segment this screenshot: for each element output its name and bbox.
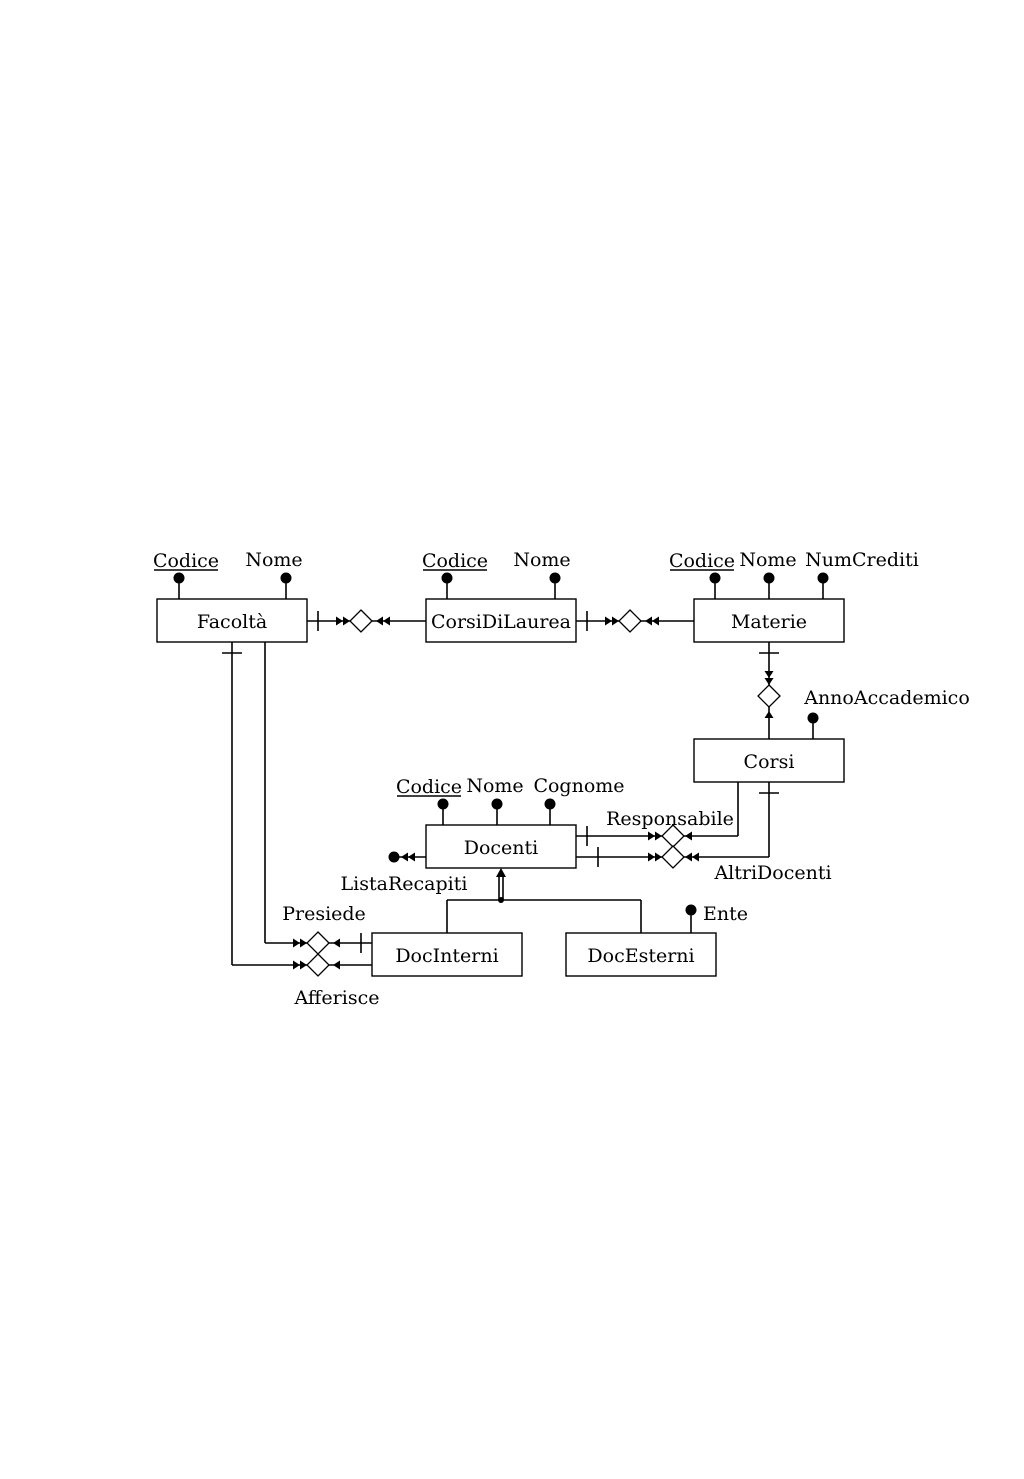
relationship-facolta-corsi-di-laurea [307,609,426,633]
attribute-label: Codice [153,550,219,572]
attribute-facolta-codice: Codice [153,550,219,599]
attribute-docenti-nome: Nome [466,775,524,825]
attribute-label: Nome [739,549,796,571]
attribute-label: ListaRecapiti [341,873,468,895]
attribute-docenti-cognome: Cognome [533,775,625,825]
attribute-label: Codice [669,550,735,572]
relationship-afferisce: Afferisce [222,642,379,1009]
attribute-label: NumCrediti [805,549,919,571]
entity-materie-label: Materie [731,611,807,633]
attribute-corsi-anno-accademico: AnnoAccademico [803,687,970,739]
attribute-label: Nome [466,775,523,797]
entity-corsi-di-laurea: CorsiDiLaurea [425,598,577,643]
entity-docenti-label: Docenti [464,837,539,859]
attribute-label: Cognome [533,775,624,797]
entity-doc-esterni-label: DocEsterni [587,945,694,967]
entity-facolta: Facoltà [156,598,308,643]
attribute-doc-esterni-ente: Ente [685,903,748,933]
attribute-docenti-codice: Codice [396,776,462,825]
entity-docenti: Docenti [425,824,577,869]
entity-corsi-label: Corsi [744,751,795,773]
relationship-afferisce-label: Afferisce [294,987,380,1009]
attribute-docenti-lista-recapiti: ListaRecapiti [341,851,468,895]
attribute-label: Ente [703,903,748,925]
relationship-corsi-di-laurea-materie [576,609,694,633]
relationship-materie-corsi [757,642,781,739]
generalization-docenti [446,868,642,933]
attribute-cdl-codice: Codice [422,550,488,599]
relationship-presiede: Presiede [264,642,372,955]
attribute-cdl-nome: Nome [513,549,571,599]
attribute-materie-codice: Codice [669,550,735,599]
attribute-label: AnnoAccademico [803,687,970,709]
attribute-label: Codice [396,776,462,798]
attribute-materie-num-crediti: NumCrediti [805,549,919,599]
attribute-facolta-nome: Nome [245,549,303,599]
attribute-label: Nome [513,549,570,571]
entity-doc-interni: DocInterni [371,932,523,977]
entity-corsi-di-laurea-label: CorsiDiLaurea [431,611,571,633]
relationship-responsabile-label: Responsabile [606,808,734,830]
attribute-label: Codice [422,550,488,572]
relationship-presiede-label: Presiede [282,903,366,925]
entity-corsi: Corsi [693,738,845,783]
attribute-materie-nome: Nome [739,549,797,599]
attribute-label: Nome [245,549,302,571]
entity-materie: Materie [693,598,845,643]
relationship-altri-docenti-label: AltriDocenti [713,862,831,884]
entity-doc-esterni: DocEsterni [565,932,717,977]
entity-facolta-label: Facoltà [197,611,267,633]
relationship-altri-docenti: AltriDocenti [576,782,832,884]
entity-doc-interni-label: DocInterni [395,945,498,967]
relationship-responsabile: Responsabile [576,782,739,848]
